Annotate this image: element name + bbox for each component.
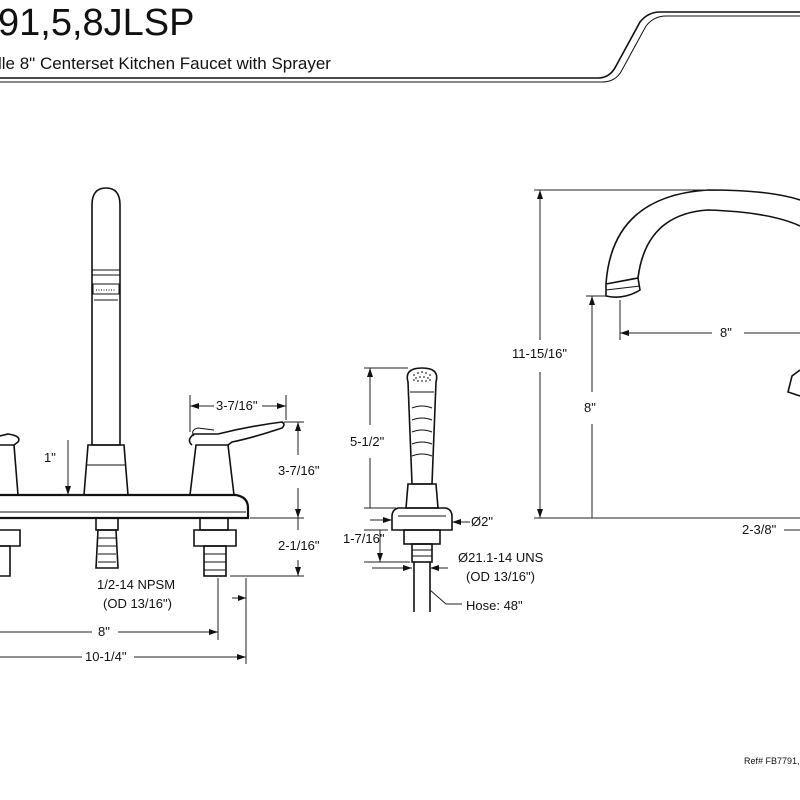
dim-centers: 8" — [98, 624, 110, 639]
dim-sprayer-height: 5-1/2" — [350, 434, 385, 449]
label-thread: 1/2-14 NPSM — [97, 577, 176, 592]
side-view-faucet — [605, 189, 800, 397]
dim-spout-height: 1" — [44, 450, 56, 465]
sprayer-dimensions — [364, 367, 470, 605]
dim-spout-reach: 8" — [720, 325, 732, 340]
dim-side-spout-height: 8" — [584, 400, 596, 415]
label-sprayer-thread: Ø21.1-14 UNS — [458, 550, 544, 565]
dim-below-deck: 2-1/16" — [278, 538, 320, 553]
dim-overall-height: 11-15/16" — [512, 346, 567, 361]
label-thread-od: (OD 13/16") — [103, 596, 172, 611]
reference-number: Ref# FB7791, — [744, 756, 800, 766]
dim-sprayer-base-diameter: Ø2" — [471, 514, 493, 529]
dim-handle-width: 3-7/16" — [216, 398, 258, 413]
header-frame — [0, 11, 800, 83]
sprayer-view — [391, 367, 453, 612]
label-hose-length: Hose: 48" — [466, 598, 523, 613]
dim-sprayer-base-height: 1-7/16" — [343, 531, 385, 546]
dim-base-offset: 2-3/8" — [742, 522, 777, 537]
dim-overall-width: 10-1/4" — [85, 649, 127, 664]
dim-handle-height: 3-7/16" — [278, 463, 320, 478]
model-number: 91,5,8JLSP — [0, 2, 195, 44]
front-view-dimensions — [0, 395, 304, 664]
front-view-faucet — [0, 187, 285, 577]
label-sprayer-thread-od: (OD 13/16") — [466, 569, 535, 584]
product-description: lle 8" Centerset Kitchen Faucet with Spr… — [0, 54, 331, 73]
side-view-dimensions — [534, 189, 800, 531]
